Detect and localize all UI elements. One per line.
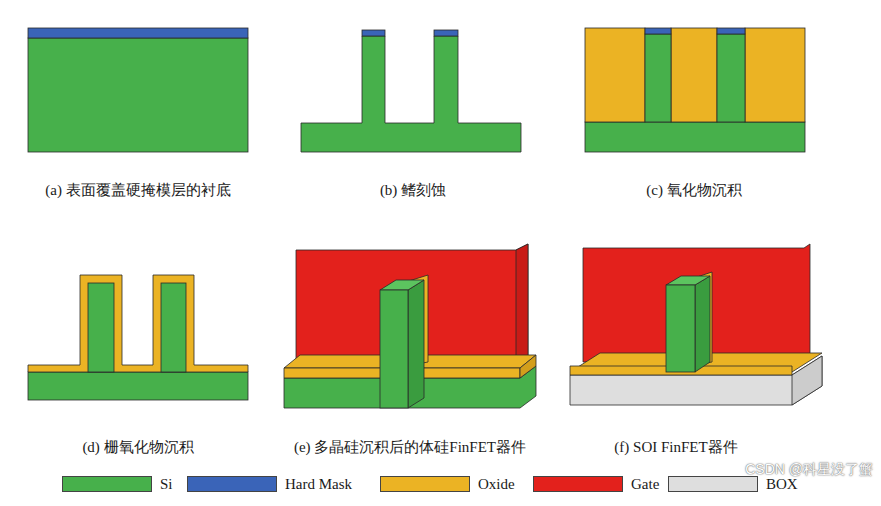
step-caption: (c) 氧化物沉积	[646, 181, 741, 199]
legend-swatch	[187, 476, 277, 492]
legend-swatch	[533, 476, 623, 492]
watermark: CSDN @科星没了蟹	[745, 460, 873, 478]
step-caption: (d) 栅氧化物沉积	[82, 438, 193, 456]
step-caption: (a) 表面覆盖硬掩模层的衬底	[45, 181, 230, 199]
legend-label: Si	[160, 475, 173, 493]
legend-label: Gate	[631, 475, 659, 493]
step-caption: (e) 多晶硅沉积后的体硅FinFET器件	[294, 438, 526, 456]
legend-label: Hard Mask	[285, 475, 352, 493]
step-caption: (f) SOI FinFET器件	[614, 438, 737, 456]
legend-swatch	[380, 476, 470, 492]
step-caption: (b) 鳍刻蚀	[380, 181, 446, 199]
legend-label: Oxide	[478, 475, 515, 493]
legend-label: BOX	[766, 475, 798, 493]
legend-swatch	[668, 476, 758, 492]
legend-swatch	[62, 476, 152, 492]
